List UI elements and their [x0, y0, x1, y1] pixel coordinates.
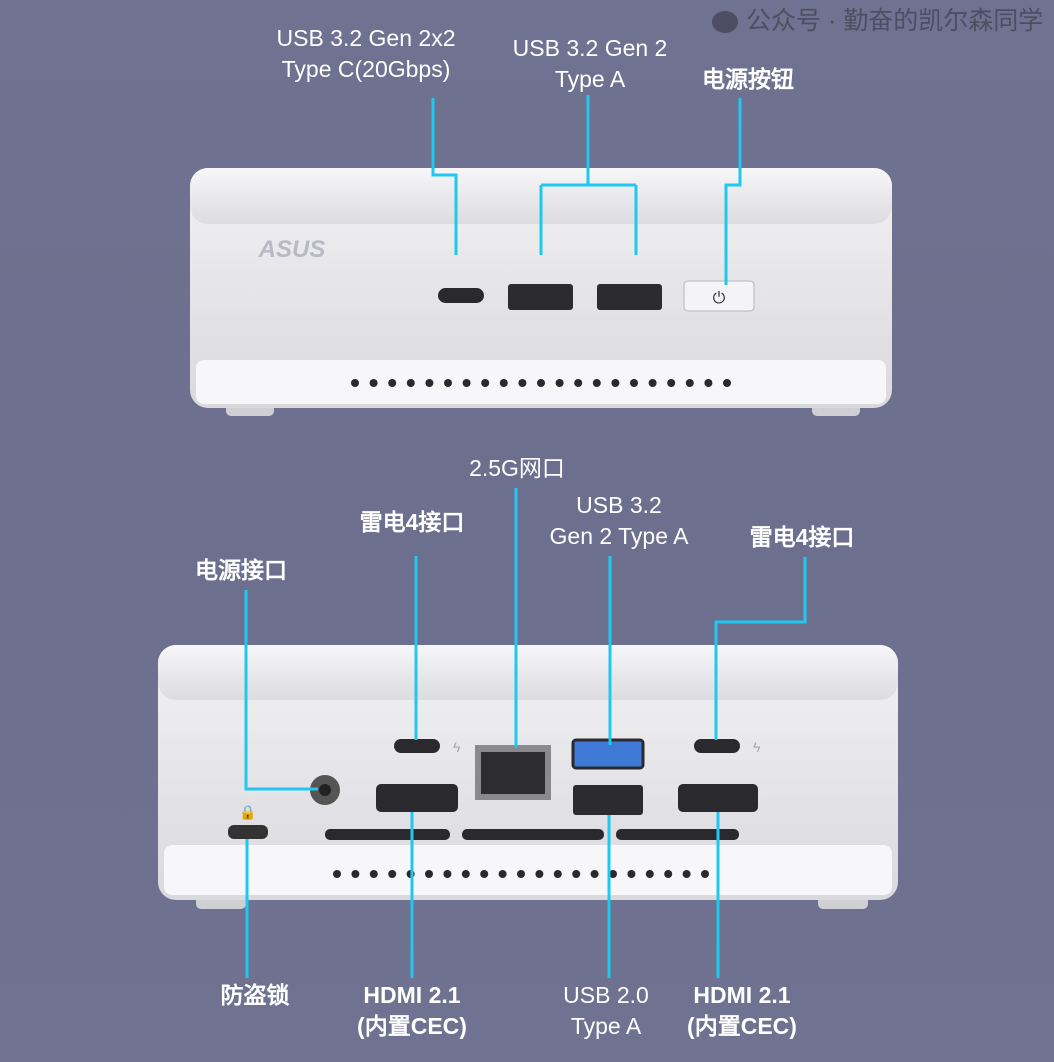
- vent-dot: [537, 379, 545, 387]
- thunderbolt-icon: ϟ: [453, 739, 461, 755]
- lock-slot: [228, 825, 268, 839]
- vent-dot: [592, 379, 601, 387]
- vent-dot: [611, 379, 620, 387]
- vent-dot: [553, 870, 562, 878]
- asus-logo: ASUS: [258, 236, 326, 263]
- watermark: 公众号 · 勤奋的凯尔森同学: [712, 6, 1043, 36]
- vent-dot: [574, 379, 583, 387]
- vent-dot: [630, 379, 638, 387]
- vent-dot: [667, 379, 676, 387]
- vent-dot: [664, 870, 673, 878]
- vent-dot: [572, 870, 581, 878]
- thunderbolt-port: [394, 739, 440, 753]
- label-tb4-left: 雷电4接口: [359, 509, 465, 535]
- label-lock: 防盗锁: [220, 982, 290, 1008]
- thunderbolt-port: [694, 739, 740, 753]
- callout-usb-a: [539, 95, 638, 255]
- power-icon: ⏻: [713, 290, 726, 307]
- vent-dot: [723, 379, 731, 387]
- callout-tb4-right: [714, 557, 807, 740]
- vent-dot: [333, 870, 341, 878]
- vent-dot: [555, 379, 564, 387]
- usb-c-port: [438, 288, 484, 303]
- vent-dot: [701, 870, 709, 878]
- thunderbolt-icon: ϟ: [753, 739, 761, 755]
- usb-a-port: [597, 284, 662, 310]
- label-power-button: 电源按钮: [702, 66, 794, 92]
- vent-dot: [498, 870, 507, 878]
- hdmi-port: [678, 784, 758, 812]
- hdmi-port: [376, 784, 458, 812]
- vent-dot: [369, 379, 378, 387]
- label-lan: 2.5G网口: [469, 455, 565, 481]
- vent-dot: [480, 870, 489, 878]
- label-hdmi-left: HDMI 2.1(内置CEC): [357, 982, 467, 1039]
- vent-dot: [645, 870, 654, 878]
- label-tb4-right: 雷电4接口: [749, 524, 855, 550]
- vent-dot: [517, 870, 525, 878]
- callout-usb-c: [431, 98, 458, 255]
- vent-dot: [627, 870, 636, 878]
- vent-dot: [443, 870, 452, 878]
- vent-dot: [351, 379, 359, 387]
- vent-dot: [499, 379, 508, 387]
- vent-dots: [351, 379, 731, 387]
- vent-dot: [682, 870, 691, 878]
- vent-dot: [518, 379, 527, 387]
- rear-unit: 🔒 ϟ ϟ: [158, 645, 898, 909]
- vent-dot: [425, 870, 433, 878]
- vent-dot: [609, 870, 617, 878]
- vent-dot: [425, 379, 434, 387]
- vent-dot: [388, 870, 397, 878]
- vent-dot: [590, 870, 599, 878]
- vent-dot: [444, 379, 452, 387]
- usb32-port: [571, 738, 645, 770]
- vent-dot: [704, 379, 713, 387]
- vent-dot: [369, 870, 378, 878]
- wechat-icon: [712, 11, 738, 34]
- power-button: [683, 280, 755, 312]
- vent-dot: [648, 379, 657, 387]
- callout-lines: [244, 95, 807, 978]
- vent-dot: [406, 379, 415, 387]
- lock-icon: 🔒: [239, 804, 256, 821]
- label-dc-in: 电源接口: [195, 557, 287, 583]
- vent-dots: [333, 870, 709, 878]
- sd-slot: [325, 829, 450, 840]
- vent-dot: [388, 379, 397, 387]
- usb20-port: [573, 785, 643, 815]
- callout-power-button: [724, 98, 742, 285]
- vent-dot: [462, 379, 471, 387]
- label-hdmi-right: HDMI 2.1(内置CEC): [687, 982, 797, 1039]
- vent-dot: [481, 379, 490, 387]
- usb-a-port: [508, 284, 573, 310]
- callout-dc-in: [244, 590, 318, 791]
- vent-dot: [351, 870, 360, 878]
- vent-dot: [461, 870, 470, 878]
- vent-dot: [535, 870, 544, 878]
- vent-dot: [685, 379, 694, 387]
